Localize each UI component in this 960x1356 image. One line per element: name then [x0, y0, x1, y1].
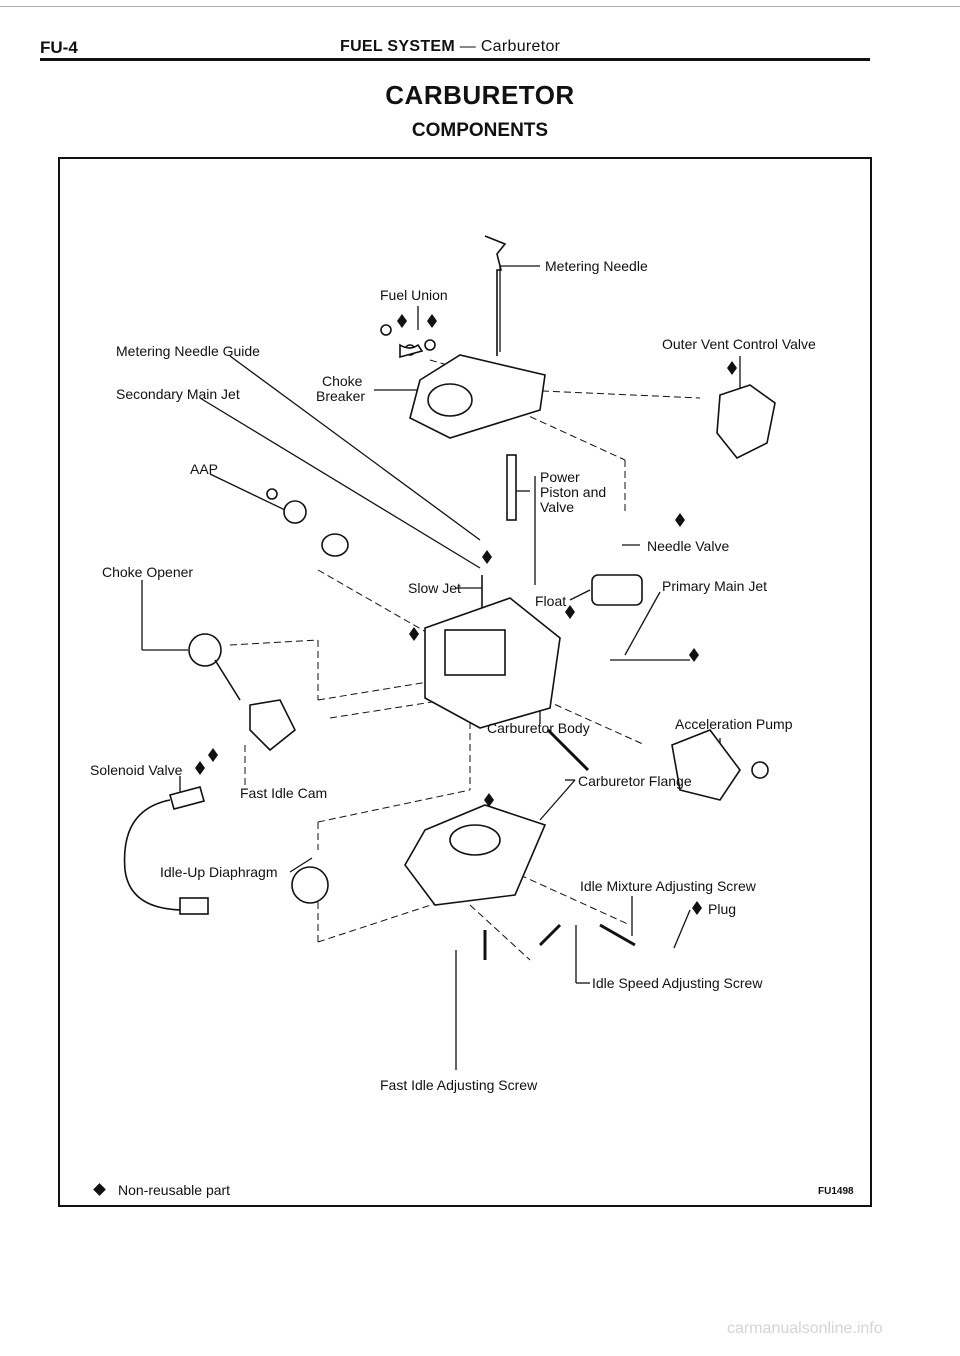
label-aap: AAP	[190, 461, 219, 477]
label-metering-needle: Metering Needle	[545, 258, 648, 274]
label-idle-mixture-adjusting-screw: Idle Mixture Adjusting Screw	[580, 878, 756, 894]
flange-bore	[449, 824, 501, 856]
label-needle-valve: Needle Valve	[647, 538, 730, 554]
solenoid-connector	[179, 897, 209, 915]
page-title: CARBURETOR	[385, 80, 575, 110]
label-idle-speed-adjusting-screw: Idle Speed Adjusting Screw	[592, 975, 763, 991]
fast-idle-cam-part	[249, 699, 297, 752]
section-separator: —	[455, 38, 481, 55]
label-piston-and: Piston and	[540, 484, 607, 500]
aap-diaphragm	[321, 533, 349, 557]
acceleration-pump-part	[671, 729, 741, 801]
label-valve: Valve	[540, 499, 574, 515]
component-parts	[123, 235, 776, 960]
carburetor-body-bowl	[444, 629, 506, 676]
label-idle-up-diaphragm: Idle-Up Diaphragm	[160, 864, 278, 880]
watermark: carmanualsonline.info	[727, 1320, 883, 1337]
label-fuel-union: Fuel Union	[380, 287, 448, 303]
label-acceleration-pump: Acceleration Pump	[675, 716, 793, 732]
top-rule	[0, 6, 960, 7]
section-name: FUEL SYSTEM	[340, 38, 456, 55]
label-power: Power	[540, 469, 580, 485]
section-title: FUEL SYSTEM — Carburetor	[340, 38, 560, 56]
pump-outlet	[751, 761, 769, 779]
label-solenoid-valve: Solenoid Valve	[90, 762, 183, 778]
label-plug: Plug	[708, 901, 737, 917]
idle-speed-screw-part	[538, 923, 562, 947]
label-choke: Choke	[322, 373, 363, 389]
choke-opener-part	[188, 633, 222, 667]
label-secondary-main-jet: Secondary Main Jet	[116, 386, 240, 402]
fuel-union-washer	[380, 324, 392, 336]
metering-needle-part	[484, 235, 507, 356]
label-primary-main-jet: Primary Main Jet	[662, 578, 768, 594]
choke-opener-rod	[214, 659, 241, 701]
fuel-union-fitting	[399, 343, 424, 359]
figure-code: FU1498	[818, 1186, 854, 1197]
page-subtitle: COMPONENTS	[411, 120, 549, 141]
diagram-frame	[58, 157, 872, 1207]
power-piston-part	[506, 454, 517, 521]
air-horn-opening	[427, 383, 473, 417]
label-breaker: Breaker	[316, 388, 366, 404]
idle-up-diaphragm-part	[291, 866, 329, 904]
legend: Non-reusable part	[93, 1182, 231, 1198]
leader-lines	[141, 265, 741, 1070]
diamond-icon	[93, 1183, 106, 1196]
pump-pushrod	[546, 728, 590, 772]
outer-vent-valve-part	[716, 384, 776, 460]
air-horn-part	[409, 354, 546, 439]
float-part	[591, 574, 643, 606]
solenoid-valve-part	[169, 786, 205, 810]
label-carburetor-flange: Carburetor Flange	[578, 773, 692, 789]
label-carburetor-body: Carburetor Body	[487, 720, 590, 736]
label-float: Float	[535, 593, 567, 609]
label-fast-idle-cam: Fast Idle Cam	[240, 785, 328, 801]
page-id: FU-4	[40, 38, 78, 57]
assembly-lines	[229, 359, 701, 961]
aap-gasket	[266, 488, 278, 500]
label-fast-idle-adjusting-screw: Fast Idle Adjusting Screw	[380, 1077, 538, 1093]
label-metering-needle-guide: Metering Needle Guide	[116, 343, 260, 359]
label-outer-vent-control-valve: Outer Vent Control Valve	[662, 336, 816, 352]
legend-text: Non-reusable part	[118, 1182, 231, 1198]
aap-cover	[283, 500, 307, 524]
idle-mixture-screw-part	[599, 923, 636, 947]
fuel-union-bolt	[424, 339, 436, 351]
solenoid-wire	[123, 799, 186, 911]
subsection-name: Carburetor	[480, 38, 561, 55]
header-rule	[40, 58, 870, 61]
label-choke-opener: Choke Opener	[102, 564, 194, 580]
label-slow-jet: Slow Jet	[408, 580, 461, 596]
page-header: FU-4 FUEL SYSTEM — Carburetor	[40, 30, 870, 60]
